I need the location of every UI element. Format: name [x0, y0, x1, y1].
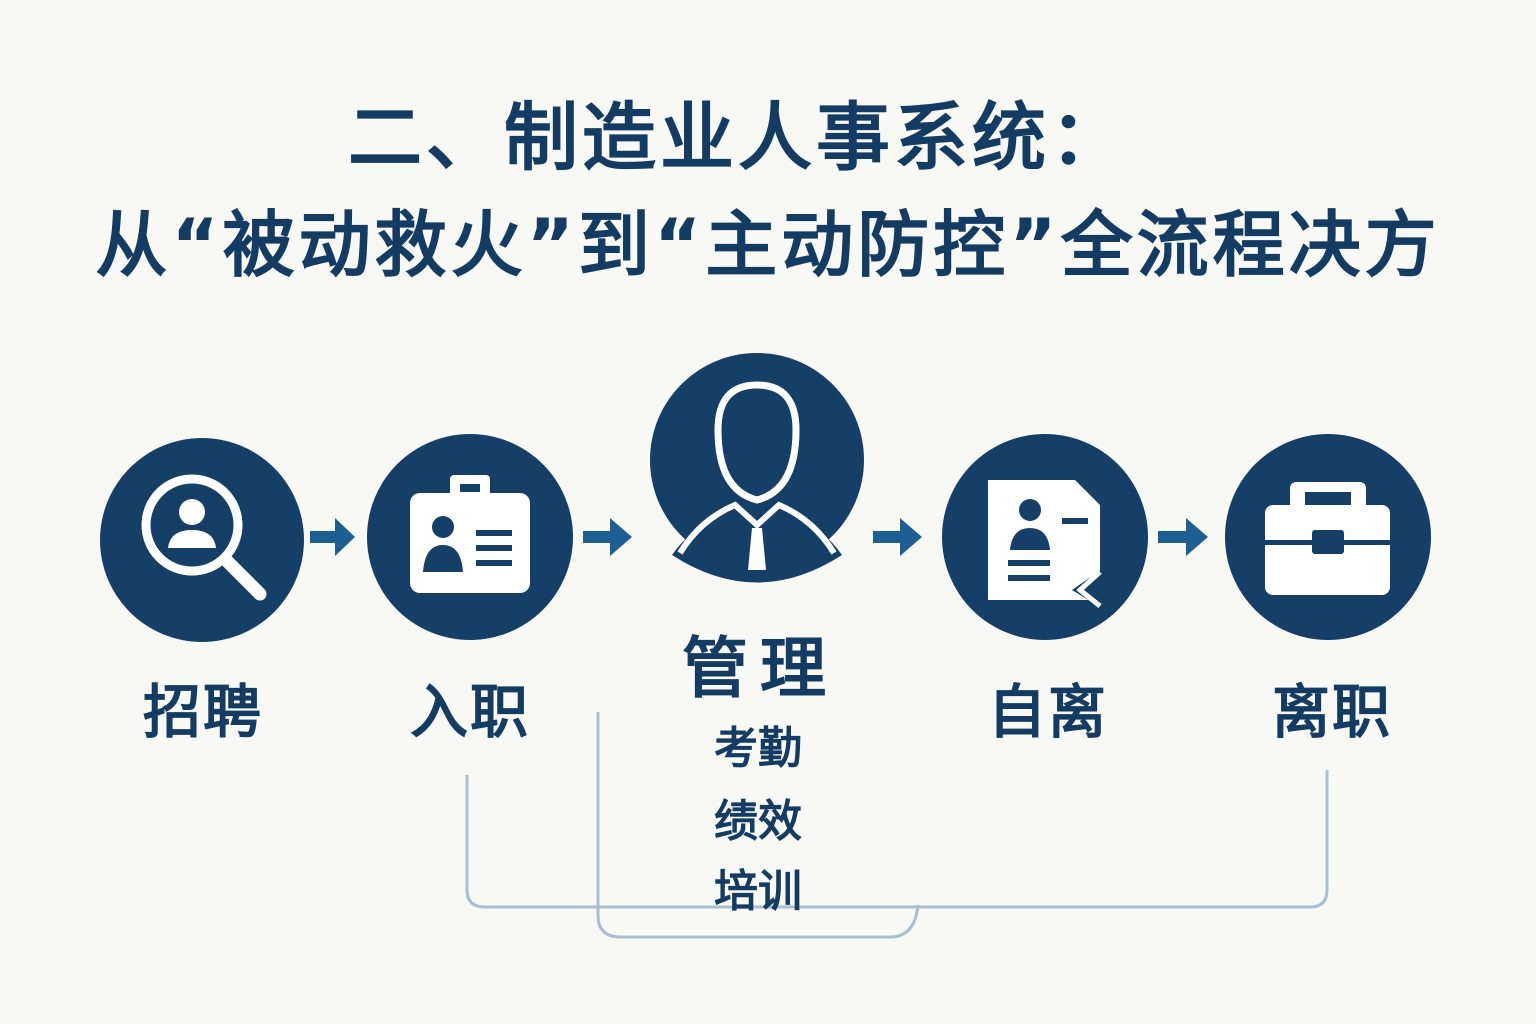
arrow-icon	[310, 518, 355, 556]
sub-item-training: 培训	[714, 866, 802, 917]
resignation-document-icon	[988, 480, 1108, 612]
arrow-icon	[1158, 518, 1208, 556]
title-line-2: 从“被动救火”到“主动防控”全流程决方	[95, 203, 1441, 287]
arrow-icon	[873, 518, 922, 556]
connector-line-inner	[596, 712, 920, 939]
step-label-resign: 离职	[1271, 678, 1392, 746]
manager-person-icon	[677, 381, 837, 570]
connector-line-outer	[465, 770, 1329, 909]
step-label-recruit: 招聘	[142, 678, 263, 746]
arrows	[310, 518, 1208, 556]
step-label-onboard: 入职	[409, 678, 530, 746]
briefcase-icon	[1265, 482, 1390, 595]
search-person-icon	[141, 474, 267, 601]
sub-item-performance: 绩效	[714, 796, 802, 847]
step-label-manage: 管理	[682, 630, 838, 707]
sub-item-attendance: 考勤	[714, 723, 802, 774]
arrow-icon	[583, 518, 632, 556]
step-label-self-leave: 自离	[987, 678, 1108, 746]
title-line-1: 二、制造业人事系统：	[348, 95, 1128, 181]
id-badge-icon	[410, 475, 530, 593]
